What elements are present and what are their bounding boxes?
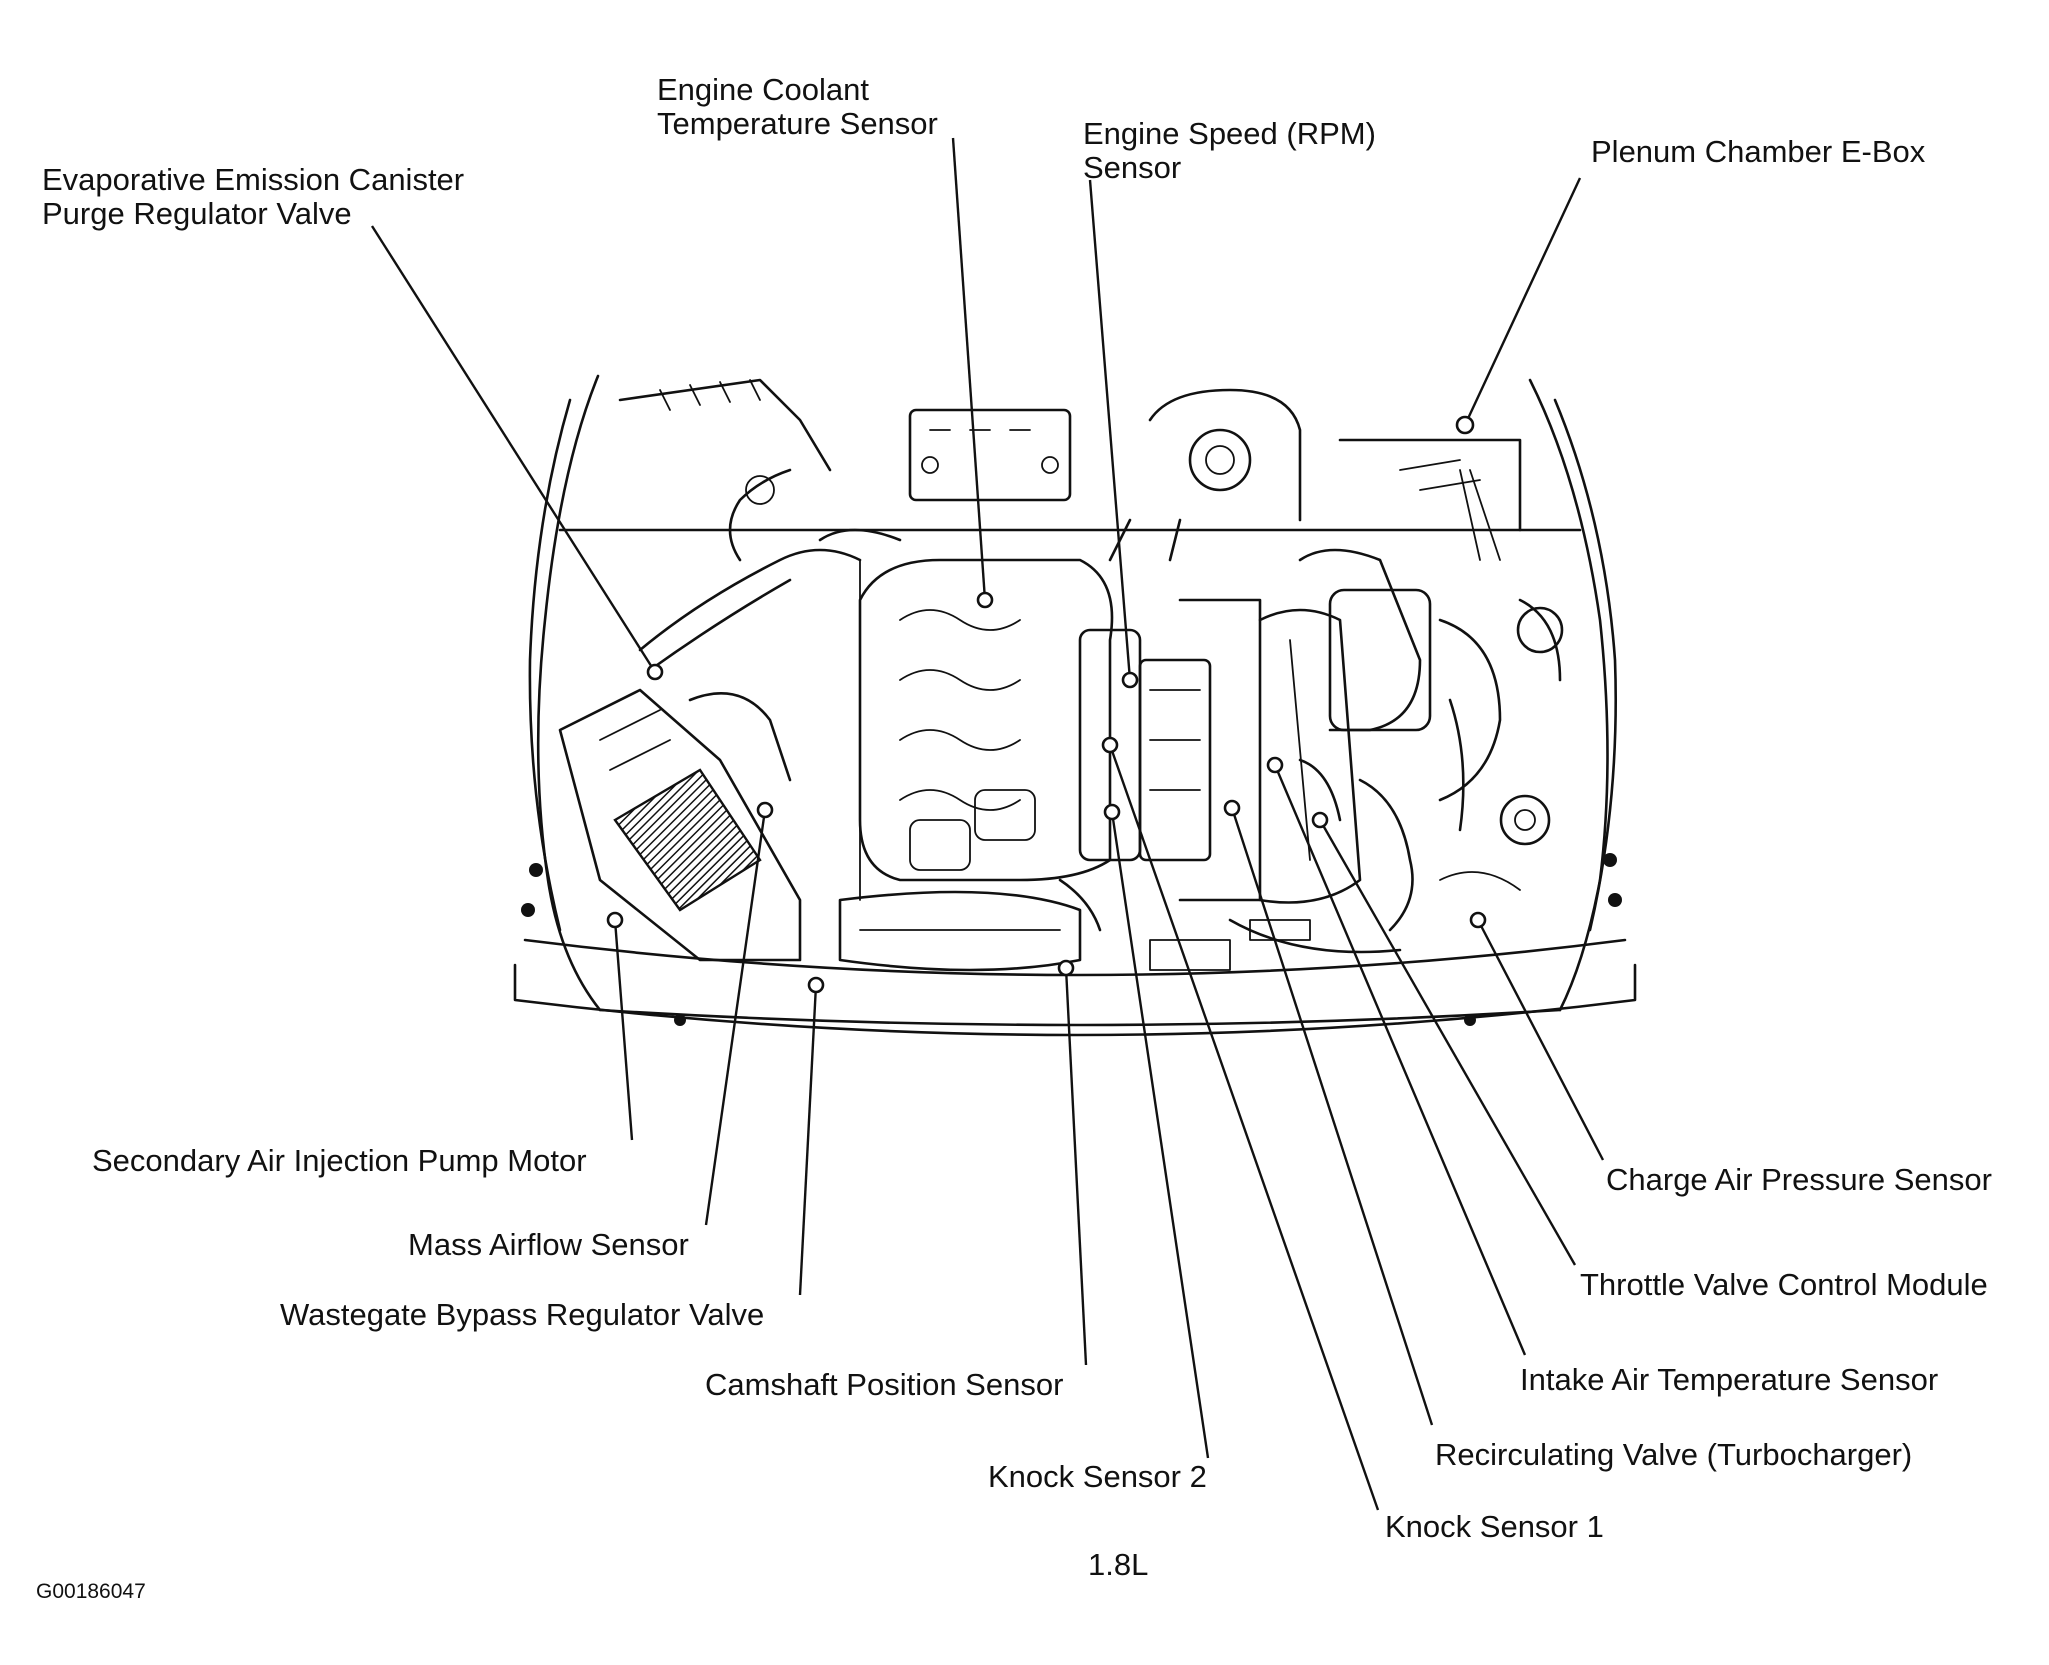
label-charge-air-pressure: Charge Air Pressure Sensor (1606, 1163, 1992, 1197)
intake-manifold (1078, 598, 1402, 971)
label-engine-speed-line2: Sensor (1083, 150, 1182, 185)
leader-camshaft (1064, 967, 1088, 1366)
label-throttle-valve: Throttle Valve Control Module (1580, 1268, 1988, 1302)
label-secondary-air-pump: Secondary Air Injection Pump Motor (92, 1144, 587, 1178)
leader-mass-airflow (704, 809, 767, 1226)
hoses-and-components (638, 468, 1564, 941)
label-wastegate-bypass: Wastegate Bypass Regulator Valve (280, 1298, 764, 1332)
label-evap-purge-valve-line2: Purge Regulator Valve (42, 196, 352, 231)
engine-caption: 1.8L (1088, 1547, 1149, 1582)
label-evap-purge-valve: Evaporative Emission Canister Purge Regu… (42, 163, 464, 231)
label-engine-coolant-temp: Engine Coolant Temperature Sensor (657, 73, 938, 141)
label-intake-air-temp: Intake Air Temperature Sensor (1520, 1363, 1938, 1397)
figure-id: G00186047 (36, 1580, 146, 1603)
leader-intake-air-temp (1273, 764, 1527, 1356)
label-secondary-air-pump-line1: Secondary Air Injection Pump Motor (92, 1143, 587, 1178)
label-recirculating-valve-line1: Recirculating Valve (Turbocharger) (1435, 1437, 1913, 1472)
label-knock-sensor-1-line1: Knock Sensor 1 (1385, 1509, 1604, 1544)
label-intake-air-temp-line1: Intake Air Temperature Sensor (1520, 1362, 1939, 1397)
label-engine-speed: Engine Speed (RPM) Sensor (1083, 117, 1376, 185)
leader-knock-2 (1110, 811, 1210, 1459)
leader-evap-purge (370, 225, 657, 673)
label-mass-airflow-line1: Mass Airflow Sensor (408, 1227, 689, 1262)
label-knock-sensor-1: Knock Sensor 1 (1385, 1510, 1604, 1544)
leader-recirc (1230, 807, 1434, 1426)
leader-lines (370, 137, 1605, 1511)
label-camshaft-position: Camshaft Position Sensor (705, 1368, 1063, 1402)
leader-coolant-temp (951, 137, 987, 601)
leader-plenum-ebox (1463, 177, 1582, 426)
label-charge-air-pressure-line1: Charge Air Pressure Sensor (1606, 1162, 1992, 1197)
hood-outline (513, 374, 1637, 1037)
leader-wastegate (798, 984, 818, 1296)
leader-secondary-air (613, 919, 634, 1141)
label-wastegate-bypass-line1: Wastegate Bypass Regulator Valve (280, 1297, 765, 1332)
leader-engine-speed (1088, 179, 1132, 681)
label-mass-airflow: Mass Airflow Sensor (408, 1228, 689, 1262)
leader-throttle (1318, 819, 1577, 1266)
label-engine-coolant-temp-line1: Engine Coolant (657, 72, 869, 107)
leader-knock-1 (1108, 744, 1380, 1511)
label-knock-sensor-2: Knock Sensor 2 (988, 1460, 1207, 1494)
battery-area (618, 378, 1522, 532)
label-engine-coolant-temp-line2: Temperature Sensor (657, 106, 938, 141)
label-plenum-ebox-line1: Plenum Chamber E-Box (1591, 134, 1926, 169)
label-engine-speed-line1: Engine Speed (RPM) (1083, 116, 1376, 151)
mount-bolts (521, 853, 1622, 1026)
label-recirculating-valve: Recirculating Valve (Turbocharger) (1435, 1438, 1912, 1472)
label-knock-sensor-2-line1: Knock Sensor 2 (988, 1459, 1207, 1494)
label-throttle-valve-line1: Throttle Valve Control Module (1580, 1267, 1988, 1302)
label-camshaft-position-line1: Camshaft Position Sensor (705, 1367, 1064, 1402)
label-plenum-ebox: Plenum Chamber E-Box (1591, 135, 1925, 169)
leader-charge-air (1476, 919, 1605, 1161)
label-evap-purge-valve-line1: Evaporative Emission Canister (42, 162, 465, 197)
air-filter-housing (558, 688, 802, 962)
engine-block (818, 528, 1114, 972)
